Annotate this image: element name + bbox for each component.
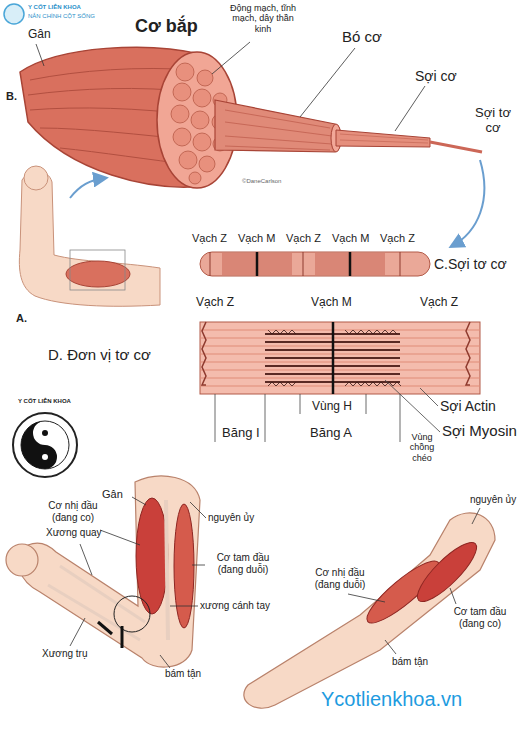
part-label: Gân [102,488,123,501]
part-label: Cơ nhị đầu (đang duỗi) [302,567,378,590]
part-label: Xương trụ [42,648,88,660]
muscle-drawing [20,47,482,188]
watermark: Ycotlienkhoa.vn [318,688,465,711]
part-label: Sợi cơ [415,68,457,84]
part-label: C.Sợi tơ cơ [434,256,507,272]
line-label: Vạch Z [380,232,415,245]
part-label: Cơ nhị đầu (đang co) [44,500,102,523]
line-label: Vạch Z [192,232,227,245]
zone-label: Băng I [222,426,260,441]
logo-emblem [13,413,77,477]
logo-mark [4,4,24,24]
part-label: Xương quay [46,527,102,539]
leader-lines [36,42,425,131]
part-label: Sợi Actin [440,398,496,414]
myofibril-strip [200,252,430,276]
line-label: Vạch Z [420,296,458,310]
logo-text: Y CỐT LIÊN KHOA [28,4,81,11]
part-label: bám tận [392,656,428,668]
part-label: nguyên ủy [470,494,516,506]
logo-text: Y CỐT LIÊN KHOA [18,398,71,405]
line-label: Vạch Z [196,296,234,310]
zone-label: Vùng H [312,400,352,414]
logo-text: NẮN CHỈNH CỘT SỐNG [28,13,95,20]
part-label: Gân [28,28,51,42]
zone-label: Vùng chồng chéo [403,432,441,463]
figure-title: D. Đơn vị tơ cơ [48,346,151,363]
zoom-arrow [70,178,105,198]
figure-letter: A. [16,312,27,325]
part-label: Sợi tơ cơ [468,106,518,136]
part-label: Cơ tam đầu (đang duỗi) [208,552,278,575]
arm-figure [19,166,160,306]
line-label: Vạch M [311,296,352,310]
part-label: Bó cơ [342,28,382,45]
line-label: Vạch M [332,232,369,245]
arm-flexed [6,476,200,667]
part-label: Sợi Myosin [442,422,517,439]
part-label: Động mạch, tĩnh mạch, dây thần kinh [226,3,300,34]
part-label: bám tận [165,668,201,680]
part-label: xương cánh tay [200,600,270,612]
bracket-lines [215,380,440,442]
figure-letter: B. [6,90,17,103]
sarcomere-panel [200,322,480,394]
credit-text: ©DaneCarlson [242,178,281,185]
part-label: Cơ bắp [135,16,198,37]
part-label: nguyên ủy [208,512,254,524]
zone-label: Băng A [310,426,352,441]
part-label: Cơ tam đầu (đang co) [445,606,515,629]
leader-lines [70,497,480,668]
line-label: Vạch Z [286,232,321,245]
line-label: Vạch M [238,232,275,245]
zoom-arrow [452,160,484,246]
